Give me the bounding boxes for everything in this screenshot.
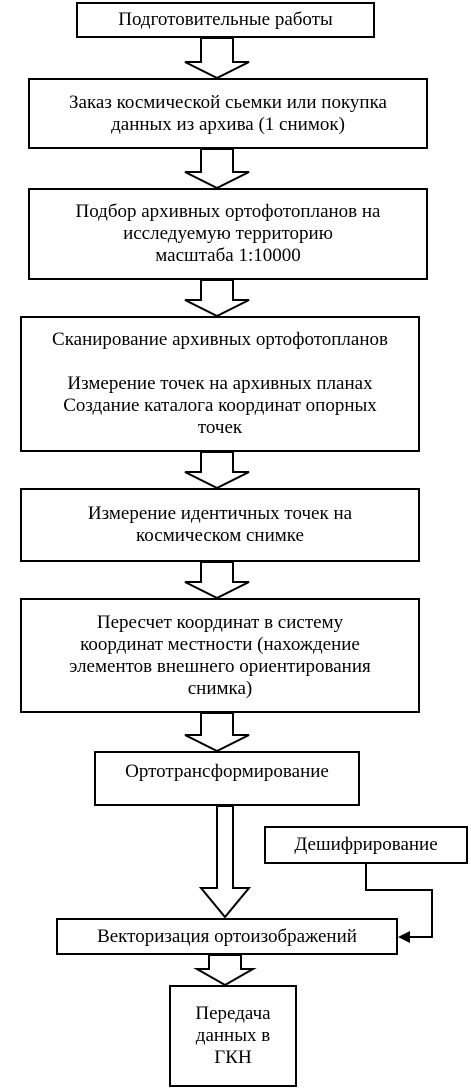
flow-arrow-4 — [184, 451, 250, 490]
flow-arrow-6 — [184, 712, 250, 753]
step-preparatory-work: Подготовительные работы — [76, 2, 375, 38]
decode-arrowhead — [398, 931, 410, 943]
step-decoding: Дешифрирование — [264, 826, 468, 864]
step-scan-orthophotos: Сканирование архивных ортофотопланов Изм… — [20, 316, 420, 452]
step-measure-identical-points: Измерение идентичных точек на космическо… — [20, 488, 420, 562]
step-vectorization: Векторизация ортоизображений — [56, 918, 398, 955]
flow-arrow-1 — [184, 37, 250, 80]
flow-arrow-7 — [198, 805, 252, 919]
step-order-imagery: Заказ космической сьемки или покупка дан… — [28, 78, 428, 149]
step-orthotransformation: Ортотрансформирование — [94, 751, 360, 806]
flow-arrow-5 — [184, 561, 250, 600]
decode-connector — [365, 864, 433, 938]
step-recalculate-coordinates: Пересчет координат в систему координат м… — [20, 598, 420, 713]
flow-arrow-8 — [193, 954, 257, 987]
flow-arrow-3 — [184, 279, 250, 318]
step-transfer-to-gkn: Передача данных в ГКН — [169, 985, 297, 1087]
step-select-orthophotos: Подбор архивных ортофотопланов на исслед… — [28, 188, 428, 280]
flow-arrow-2 — [184, 148, 250, 190]
